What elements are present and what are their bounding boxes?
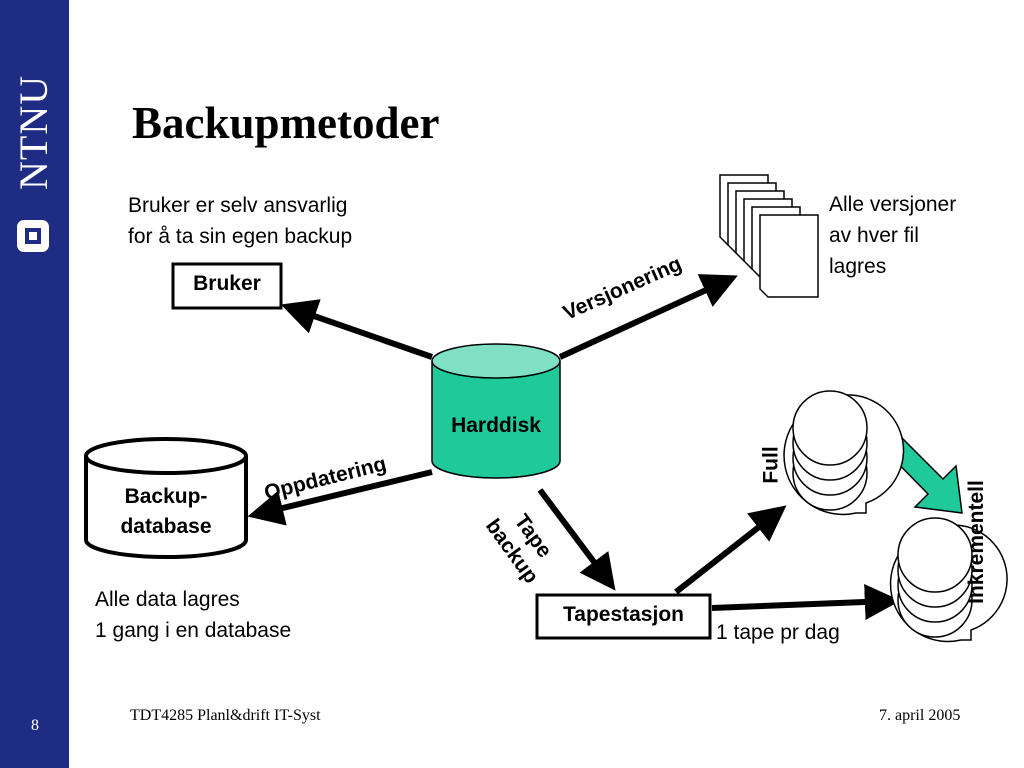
inkrementell-label: Inkrementell (964, 480, 988, 604)
versions-note: Alle versjoner av hver fil lagres (829, 189, 956, 282)
footer-date: 7. april 2005 (879, 707, 961, 724)
arrow-to-versions (558, 274, 738, 360)
versions-document-stack-icon (719, 174, 819, 298)
database-note-line-2: 1 gang i en database (95, 619, 292, 642)
tapestasjon-box (535, 593, 712, 640)
arrow-to-full (674, 505, 787, 595)
harddisk-cylinder (431, 343, 561, 479)
page-number: 8 (31, 717, 39, 734)
footer-course: TDT4285 Planl&drift IT-Syst (130, 707, 321, 724)
backup-database-cylinder (84, 437, 248, 559)
backup-database-label-line-1: Backup- (124, 485, 208, 508)
bruker-label: Bruker (193, 272, 261, 295)
user-note-line-1: Bruker er selv ansvarlig (128, 194, 348, 217)
sidebar: NTNU 8 (0, 0, 69, 768)
tape-per-day-note: 1 tape pr dag (716, 621, 840, 644)
versions-note-line-1: Alle versjoner (829, 193, 957, 216)
slide-title: Backupmetoder (132, 98, 440, 148)
tapestasjon-label: Tapestasjon (563, 603, 684, 626)
incremental-tapes-icon (889, 517, 1008, 643)
harddisk-label: Harddisk (451, 414, 541, 437)
ntnu-logo-mark (17, 220, 49, 252)
database-note-line-1: Alle data lagres (95, 588, 240, 611)
backup-database-label-line-2: database (120, 515, 212, 538)
arrow-to-backup-database (247, 469, 433, 526)
user-responsibility-note: Bruker er selv ansvarlig for å ta sin eg… (128, 190, 352, 252)
backup-database-label: Backup- database (86, 482, 246, 542)
versions-note-line-2: av hver fil (829, 224, 919, 247)
versions-note-line-3: lagres (829, 255, 887, 278)
bruker-box (171, 262, 283, 310)
database-note: Alle data lagres 1 gang i en database (95, 584, 291, 646)
full-label: Full (759, 446, 783, 484)
full-tapes-icon (783, 390, 905, 516)
user-note-line-2: for å ta sin egen backup (128, 225, 353, 248)
arrow-to-inkrementell (711, 584, 901, 620)
arrow-to-bruker (280, 299, 433, 360)
arrow-to-tapestasjon (537, 488, 616, 591)
